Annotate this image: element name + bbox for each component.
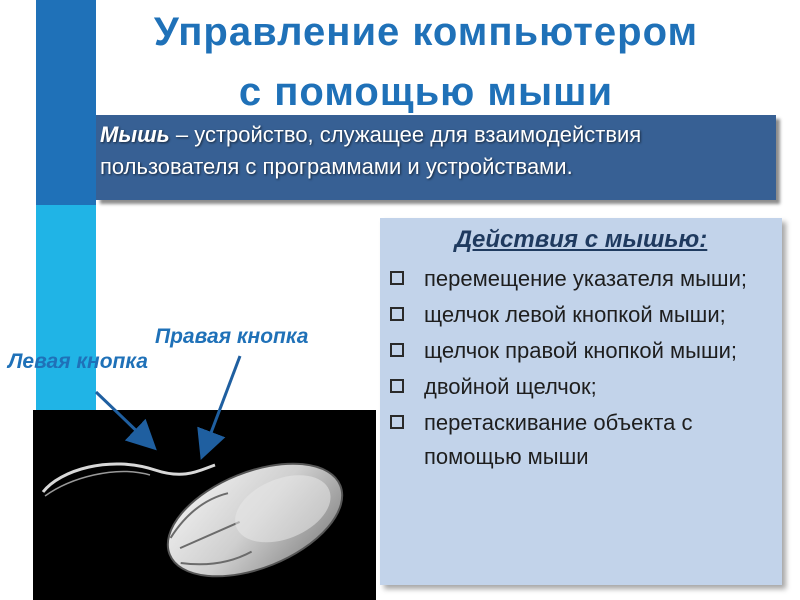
checkbox-bullet-icon bbox=[390, 415, 404, 429]
mouse-cable bbox=[41, 462, 216, 493]
actions-panel bbox=[380, 218, 782, 585]
action-text: перетаскивание объекта с помощью мыши bbox=[424, 410, 693, 469]
list-item: двойной щелчок; bbox=[386, 370, 776, 404]
definition-body: – устройство, служащее для взаимодействи… bbox=[100, 122, 642, 179]
list-item: перемещение указателя мыши; bbox=[386, 262, 776, 296]
definition-term: Мышь bbox=[100, 122, 170, 147]
action-text: перемещение указателя мыши; bbox=[424, 266, 747, 291]
title-line-2: с помощью мыши bbox=[238, 70, 614, 114]
checkbox-bullet-icon bbox=[390, 379, 404, 393]
actions-list: перемещение указателя мыши; щелчок левой… bbox=[386, 262, 776, 476]
mouse-icon bbox=[166, 462, 344, 578]
actions-heading: Действия с мышью: bbox=[454, 226, 708, 253]
title-line-1: Управление компьютером bbox=[153, 10, 699, 54]
list-item: перетаскивание объекта с помощью мыши bbox=[386, 406, 776, 474]
left-button-label: Левая кнопка bbox=[8, 350, 148, 373]
mouse-cable-shadow bbox=[44, 470, 151, 497]
checkbox-bullet-icon bbox=[390, 271, 404, 285]
action-text: щелчок правой кнопкой мыши; bbox=[424, 338, 738, 363]
definition-box bbox=[96, 115, 776, 200]
slide-title: Управление компьютером с помощью мыши bbox=[96, 2, 756, 122]
left-button-arrow bbox=[94, 390, 157, 451]
list-item: щелчок правой кнопкой мыши; bbox=[386, 334, 776, 368]
decorative-stripe-dark bbox=[36, 0, 96, 205]
action-text: двойной щелчок; bbox=[424, 374, 597, 399]
right-button-arrow bbox=[197, 355, 242, 461]
action-text: щелчок левой кнопкой мыши; bbox=[424, 302, 726, 327]
checkbox-bullet-icon bbox=[390, 307, 404, 321]
list-item: щелчок левой кнопкой мыши; bbox=[386, 298, 776, 332]
definition-text: Мышь – устройство, служащее для взаимоде… bbox=[100, 119, 760, 183]
decorative-stripe-light bbox=[36, 205, 96, 410]
checkbox-bullet-icon bbox=[390, 343, 404, 357]
right-button-label: Правая кнопка bbox=[155, 325, 309, 348]
